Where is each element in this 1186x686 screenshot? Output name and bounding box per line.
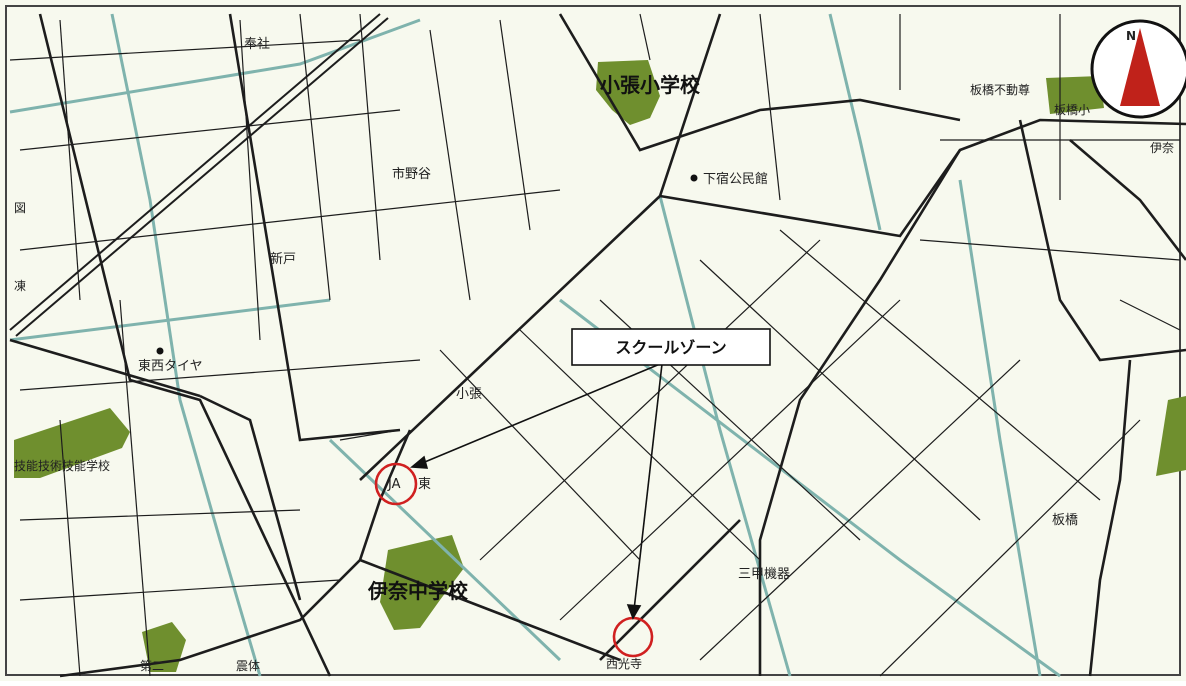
river-diagonal-2 — [559, 298, 1061, 678]
school-zone-callout: スクールゾーン — [571, 328, 771, 366]
railway-line-a — [9, 13, 381, 331]
minor-road — [19, 359, 421, 391]
label-shimojuku-hall: 下宿公民館 — [703, 171, 768, 187]
minor-road — [239, 19, 261, 341]
river-central — [658, 195, 792, 677]
minor-road — [479, 239, 821, 561]
label-ja: JA — [387, 477, 401, 492]
minor-road — [19, 189, 561, 251]
minor-road — [559, 299, 901, 621]
minor-road — [499, 19, 531, 231]
label-gakko-left-edge: 図 — [14, 201, 26, 215]
major-roads — [9, 13, 1186, 678]
map-frame — [5, 5, 1181, 676]
railway-line-b — [15, 17, 389, 337]
minor-road — [759, 13, 781, 201]
minor-road — [359, 13, 381, 261]
minor-road — [9, 39, 361, 61]
park-gijutsu-school — [14, 408, 130, 478]
label-sanko: 三甲機器 — [738, 567, 790, 582]
rivers — [9, 13, 1061, 678]
label-tozai-tire: 東西タイヤ — [138, 358, 203, 374]
label-itabashi-area: 板橋 — [1052, 513, 1078, 528]
label-ina-edge: 伊奈 — [1150, 141, 1174, 155]
minor-road — [699, 259, 981, 521]
marker-dot-tozai — [156, 347, 164, 355]
river-left-horizontal — [9, 298, 331, 342]
label-bottom-2: 第二 — [140, 659, 164, 673]
compass-north-label: N — [1126, 29, 1136, 43]
marker-dot-shimojuku — [690, 174, 698, 182]
label-itabashi-elem: 板橋小 — [1054, 103, 1090, 117]
minor-road — [19, 109, 401, 151]
callout-arrow-line-2 — [633, 363, 663, 611]
callout-label: スクールゾーン — [615, 338, 726, 357]
callout-arrow-line-1 — [419, 363, 661, 465]
park-areas — [14, 60, 1186, 672]
park-koharu-elementary — [596, 60, 660, 125]
label-shinto: 新戸 — [270, 251, 296, 267]
callout-arrows — [409, 363, 663, 620]
label-koharu: 小張 — [456, 387, 482, 402]
place-labels: 奉社 小張小学校 下宿公民館 板橋不動尊 板橋小 伊奈 市野谷 新戸 東西タイヤ… — [14, 36, 1174, 673]
minor-road — [779, 229, 1101, 501]
railway — [9, 13, 389, 337]
school-zone-circle-ja — [374, 462, 418, 506]
minor-road — [59, 419, 81, 677]
minor-road — [439, 349, 641, 561]
label-left-edge: 凍 — [14, 279, 26, 293]
minor-road — [1119, 299, 1181, 331]
major-road — [38, 13, 332, 677]
major-road — [199, 394, 302, 601]
label-bottom: 震体 — [236, 659, 260, 673]
callout-arrowhead-1 — [409, 455, 429, 469]
label-ja-tail: 東 — [418, 476, 431, 492]
minor-road — [699, 359, 1021, 661]
river-upper-right — [828, 13, 882, 231]
north-compass: N — [1090, 19, 1186, 119]
label-houshya: 奉社 — [244, 36, 270, 52]
major-road — [558, 13, 961, 152]
label-ichinoya: 市野谷 — [392, 166, 431, 182]
minor-road — [429, 29, 471, 301]
point-markers — [156, 174, 698, 355]
label-koharu-elementary: 小張小学校 — [600, 73, 701, 97]
compass-needle-icon — [1120, 28, 1160, 106]
major-road — [359, 558, 621, 662]
major-road — [599, 519, 741, 661]
major-road — [758, 149, 962, 676]
minor-road — [639, 13, 651, 61]
major-road — [1018, 119, 1186, 362]
major-road — [9, 338, 201, 398]
park-right-edge — [1156, 396, 1186, 476]
label-nishikou-temple: 西光寺 — [606, 657, 642, 671]
label-ina-junior-high: 伊奈中学校 — [367, 579, 469, 603]
major-road — [59, 429, 412, 678]
major-road — [228, 13, 401, 442]
river-east — [958, 179, 1042, 677]
minor-roads — [9, 13, 1181, 677]
river-north — [9, 18, 421, 114]
label-itabashi-fudo: 板橋不動尊 — [970, 82, 1030, 97]
major-road — [1088, 359, 1132, 677]
minor-road — [59, 19, 81, 301]
minor-road — [879, 419, 1141, 677]
minor-road — [519, 329, 761, 561]
label-gijutsu-school: 技能技術技能学校 — [14, 458, 110, 473]
callout-arrowhead-2 — [626, 604, 642, 620]
callout-box — [571, 328, 771, 366]
major-road — [1069, 139, 1186, 261]
minor-road — [299, 13, 331, 301]
